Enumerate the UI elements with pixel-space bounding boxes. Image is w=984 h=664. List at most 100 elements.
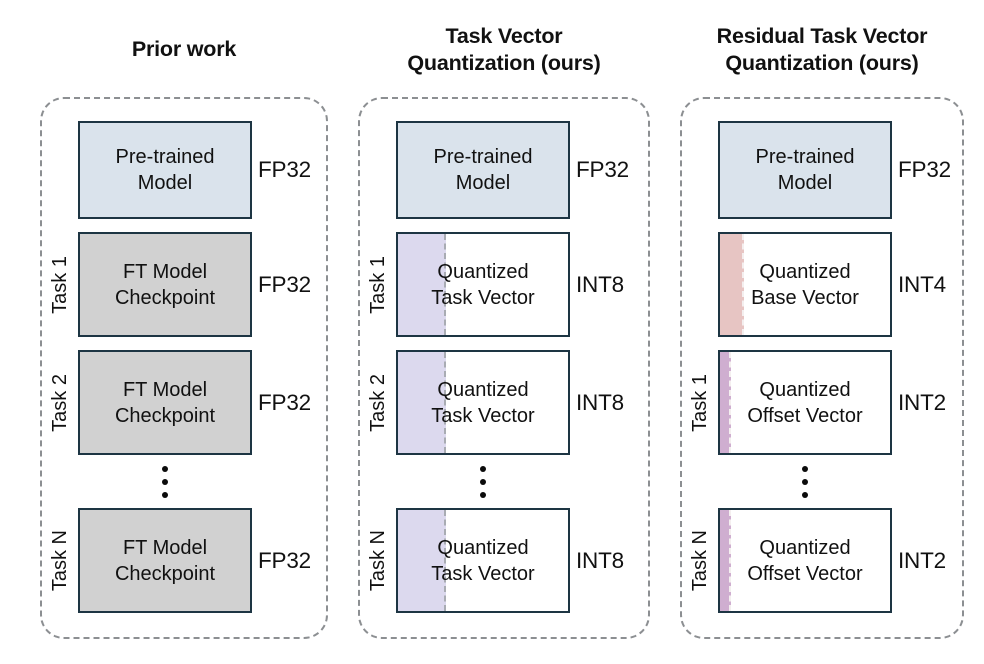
dot-icon bbox=[162, 491, 168, 498]
panel-title-line: Quantization (ours) bbox=[407, 50, 601, 75]
precision-label: FP32 bbox=[576, 157, 629, 182]
dot-icon bbox=[162, 465, 168, 472]
panel-title-line: Task Vector bbox=[445, 23, 563, 48]
task-label-area: Task N bbox=[42, 508, 78, 613]
precision-label: INT4 bbox=[898, 271, 946, 297]
quantized-region-strip bbox=[720, 352, 732, 453]
panel-title-line: Quantization (ours) bbox=[725, 50, 919, 75]
dot-icon bbox=[162, 478, 168, 485]
task-label-area bbox=[682, 455, 718, 508]
precision-label: FP32 bbox=[258, 389, 311, 415]
precision-label bbox=[892, 455, 962, 508]
precision-label: FP32 bbox=[258, 271, 311, 297]
dot-icon bbox=[480, 478, 486, 485]
precision-label bbox=[252, 455, 326, 508]
panel-residual-task-vector-quantization: Residual Task Vector Quantization (ours)… bbox=[680, 0, 964, 664]
dot-icon bbox=[480, 491, 486, 498]
precision-label: INT8 bbox=[576, 547, 624, 573]
task-label-area bbox=[42, 121, 78, 219]
panel-title-line: Residual Task Vector bbox=[716, 23, 928, 48]
task-label-area: Task 2 bbox=[360, 350, 396, 455]
panel-title: Prior work bbox=[40, 0, 328, 97]
precision-label: FP32 bbox=[258, 547, 311, 573]
quantized-region-strip bbox=[398, 510, 446, 611]
quantized-region-strip bbox=[720, 234, 745, 335]
task-label: Task 2 bbox=[367, 373, 389, 432]
precision-label: INT2 bbox=[898, 547, 946, 573]
task-label-area: Task N bbox=[360, 508, 396, 613]
row-ellipsis bbox=[682, 455, 962, 508]
panel-title: Residual Task Vector Quantization (ours) bbox=[680, 0, 964, 97]
task-label: Task 1 bbox=[689, 373, 711, 432]
task-label: Task 1 bbox=[49, 255, 71, 314]
task-label: Task N bbox=[689, 529, 711, 592]
row-ellipsis bbox=[360, 455, 648, 508]
ellipsis-dots bbox=[78, 455, 252, 508]
task-label: Task 1 bbox=[367, 255, 389, 314]
quantized-region-strip bbox=[398, 352, 446, 453]
dot-icon bbox=[802, 491, 808, 498]
dot-icon bbox=[802, 465, 808, 472]
panel-title-line: Prior work bbox=[131, 37, 237, 61]
panel-title: Task Vector Quantization (ours) bbox=[358, 0, 650, 97]
dot-icon bbox=[802, 478, 808, 485]
task-label-area: Task 1 bbox=[42, 232, 78, 337]
task-label-area: Task 1 bbox=[682, 350, 718, 455]
precision-label: INT8 bbox=[576, 271, 624, 297]
quantized-region-strip bbox=[398, 234, 446, 335]
task-label-area bbox=[360, 455, 396, 508]
ellipsis-dots bbox=[718, 455, 892, 508]
dot-icon bbox=[480, 465, 486, 472]
task-label-area bbox=[360, 121, 396, 219]
quantized-region-strip bbox=[720, 510, 732, 611]
precision-label: INT8 bbox=[576, 389, 624, 415]
task-label: Task N bbox=[49, 529, 71, 592]
task-label-area bbox=[682, 232, 718, 337]
precision-label: FP32 bbox=[898, 157, 951, 182]
task-label-area: Task 1 bbox=[360, 232, 396, 337]
task-label: Task 2 bbox=[49, 373, 71, 432]
task-label-area bbox=[682, 121, 718, 219]
task-label-area: Task N bbox=[682, 508, 718, 613]
precision-label: INT2 bbox=[898, 389, 946, 415]
panel-task-vector-quantization: Task Vector Quantization (ours) Pre-trai… bbox=[358, 0, 650, 664]
ellipsis-dots bbox=[396, 455, 570, 508]
